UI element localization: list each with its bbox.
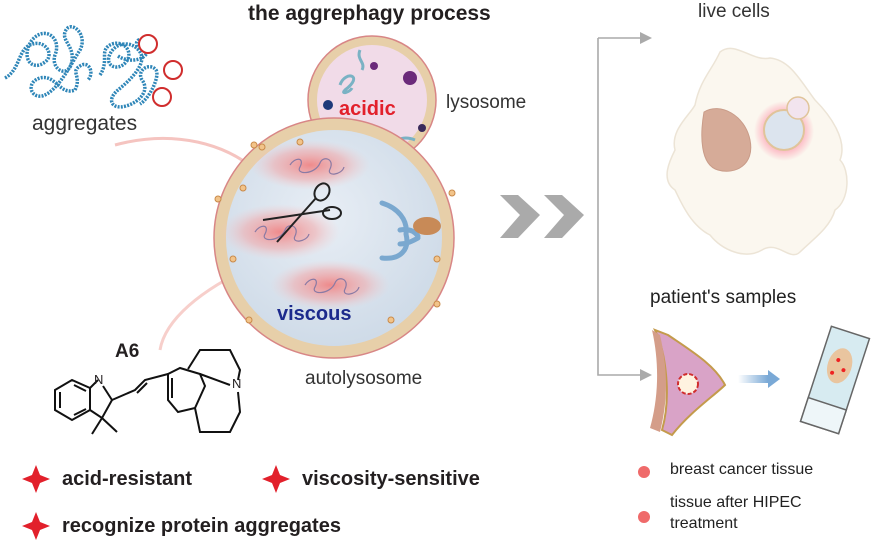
ubiquitin-tags — [138, 34, 183, 107]
live-cells-label: live cells — [698, 1, 770, 22]
viscous-label: viscous — [277, 303, 352, 325]
legend-dot-breast — [638, 466, 650, 478]
receptor-icon — [379, 200, 421, 261]
star-icons — [22, 465, 290, 540]
autolysosome — [213, 117, 456, 359]
indoline-n-atom: N — [94, 372, 104, 387]
feature-recognize-aggregates: recognize protein aggregates — [62, 515, 341, 537]
patient-samples-label: patient's samples — [650, 287, 797, 308]
legend-label-breast: breast cancer tissue — [670, 461, 814, 478]
autolysosome-label: autolysosome — [305, 368, 423, 389]
legend-label-hipec: tissue after HIPEC — [670, 494, 802, 511]
scissors-icon — [262, 182, 342, 243]
legend-label-hipec-2: treatment — [670, 515, 738, 532]
lysosome-label: lysosome — [446, 92, 527, 113]
a6-chemical-structure — [54, 349, 242, 435]
aggregates-label: aggregates — [32, 112, 138, 135]
feature-acid-resistant: acid-resistant — [62, 468, 193, 490]
branch-arrows — [597, 32, 652, 381]
tissue-transfer-arrow — [738, 370, 780, 388]
feature-viscosity-sensitive: viscosity-sensitive — [302, 468, 480, 490]
microscope-slide-illustration — [799, 325, 871, 435]
acidic-label: acidic — [339, 98, 396, 120]
aggregates-icon — [4, 25, 159, 109]
probe-name: A6 — [115, 341, 140, 362]
breast-tissue-illustration — [650, 328, 727, 437]
diagram-title: the aggrephagy process — [248, 2, 491, 25]
julolidine-n-atom: N — [232, 376, 242, 391]
chevron-right-double-icon — [500, 195, 584, 238]
live-cell-illustration — [666, 47, 848, 256]
legend-dot-hipec — [638, 511, 650, 523]
